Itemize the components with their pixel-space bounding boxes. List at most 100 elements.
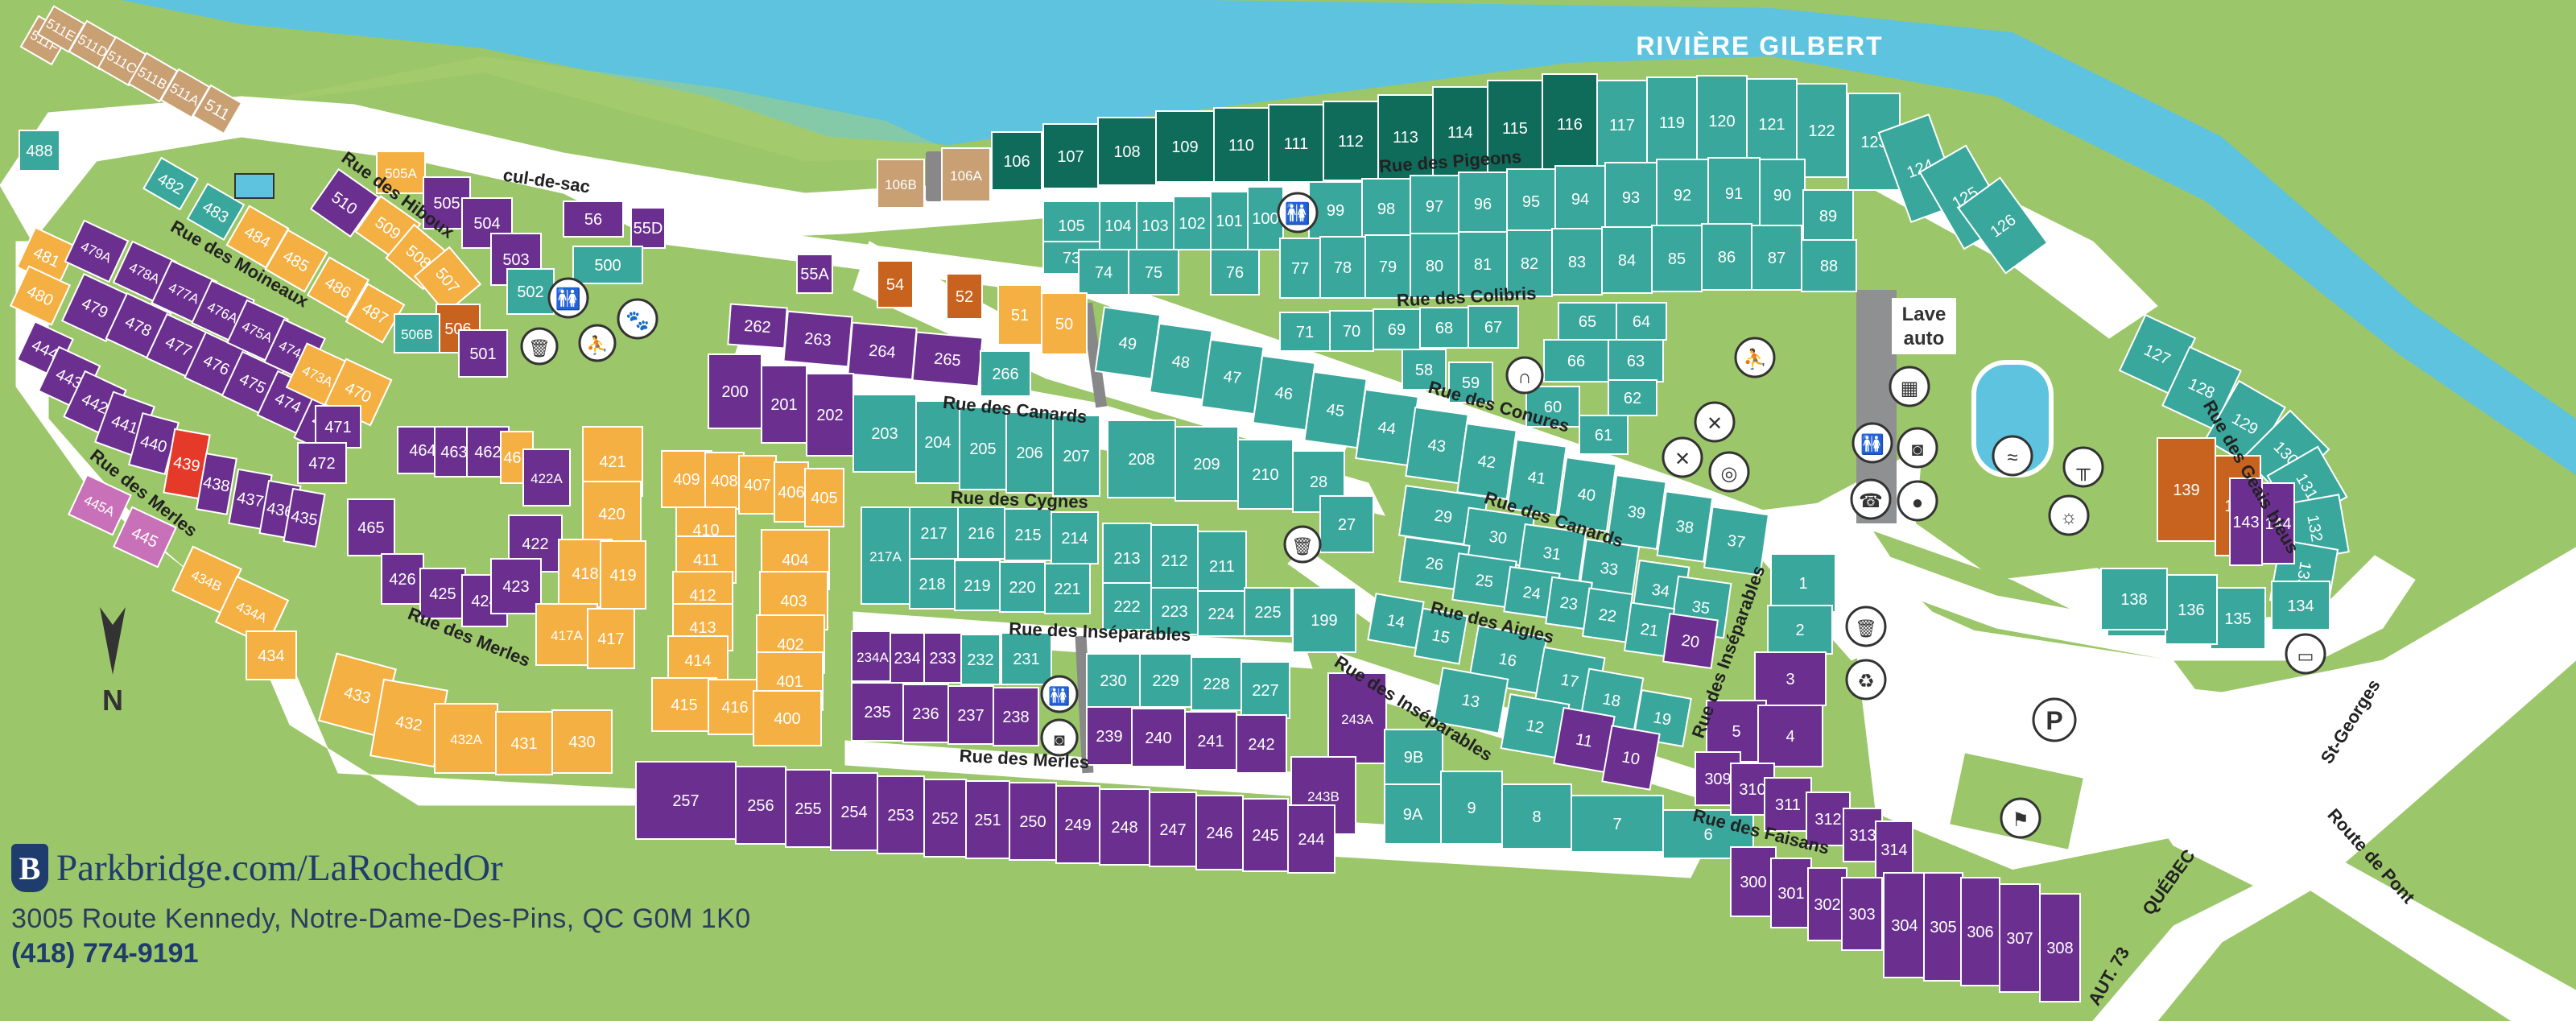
- lot-3[interactable]: 3: [1754, 651, 1827, 706]
- lot-229[interactable]: 229: [1139, 653, 1192, 708]
- lot-265[interactable]: 265: [911, 331, 984, 387]
- lot-98[interactable]: 98: [1361, 178, 1411, 239]
- lot-54[interactable]: 54: [877, 260, 914, 308]
- lot-38[interactable]: 38: [1656, 490, 1714, 563]
- lot-214[interactable]: 214: [1051, 511, 1099, 564]
- lot-208[interactable]: 208: [1107, 420, 1176, 498]
- lot-485[interactable]: 485: [264, 229, 328, 293]
- lot-114[interactable]: 114: [1432, 86, 1488, 178]
- lot-487[interactable]: 487: [345, 283, 406, 344]
- lot-420[interactable]: 420: [582, 481, 642, 547]
- lot-80[interactable]: 80: [1410, 233, 1459, 299]
- lot-479A[interactable]: 479A: [64, 219, 130, 283]
- lot-4[interactable]: 4: [1757, 705, 1823, 767]
- lot-264[interactable]: 264: [847, 321, 918, 381]
- lot-246[interactable]: 246: [1195, 795, 1244, 870]
- lot-200[interactable]: 200: [708, 353, 762, 429]
- lot-306[interactable]: 306: [1960, 877, 2000, 986]
- lot-129[interactable]: 129: [2204, 379, 2286, 468]
- lot-236[interactable]: 236: [902, 684, 949, 743]
- lot-445A[interactable]: 445A: [68, 473, 132, 536]
- lot-434B[interactable]: 434B: [171, 545, 242, 614]
- lot-505[interactable]: 505: [423, 176, 471, 229]
- lot-69[interactable]: 69: [1373, 308, 1421, 350]
- lot-109[interactable]: 109: [1155, 110, 1215, 183]
- lot-14[interactable]: 14: [1367, 593, 1425, 649]
- lot-471[interactable]: 471: [315, 405, 361, 448]
- lot-60[interactable]: 60: [1525, 386, 1580, 428]
- lot-406[interactable]: 406: [774, 461, 809, 523]
- lot-415[interactable]: 415: [651, 677, 717, 732]
- lot-103[interactable]: 103: [1136, 200, 1174, 250]
- lot-434A[interactable]: 434A: [214, 575, 290, 647]
- lot-24[interactable]: 24: [1503, 565, 1561, 620]
- lot-135[interactable]: 135: [2210, 587, 2266, 650]
- lot-81[interactable]: 81: [1458, 231, 1508, 297]
- lot-8[interactable]: 8: [1501, 783, 1572, 849]
- lot-407[interactable]: 407: [738, 455, 777, 515]
- lot-143[interactable]: 143: [2229, 477, 2263, 566]
- lot-209[interactable]: 209: [1174, 426, 1239, 502]
- lot-307[interactable]: 307: [1999, 883, 2041, 993]
- lot-117[interactable]: 117: [1596, 80, 1648, 170]
- lot-59[interactable]: 59: [1448, 362, 1493, 403]
- lot-107[interactable]: 107: [1042, 123, 1099, 189]
- lot-56[interactable]: 56: [563, 200, 624, 238]
- lot-502[interactable]: 502: [506, 268, 555, 315]
- lot-242[interactable]: 242: [1236, 714, 1287, 774]
- lot-21[interactable]: 21: [1623, 601, 1676, 658]
- lot-511C[interactable]: 511C: [97, 35, 148, 87]
- lot-511B[interactable]: 511B: [127, 52, 179, 103]
- lot-510[interactable]: 510: [309, 167, 380, 238]
- lot-139[interactable]: 139: [2157, 437, 2216, 542]
- lot-215[interactable]: 215: [1004, 508, 1052, 561]
- lot-239[interactable]: 239: [1086, 706, 1133, 766]
- lot-66[interactable]: 66: [1543, 339, 1609, 382]
- lot-106[interactable]: 106: [991, 131, 1042, 191]
- lot-254[interactable]: 254: [830, 772, 878, 851]
- lot-255[interactable]: 255: [785, 769, 832, 848]
- lot-37[interactable]: 37: [1703, 506, 1770, 577]
- lot-101[interactable]: 101: [1210, 191, 1249, 250]
- lot-110[interactable]: 110: [1213, 107, 1269, 183]
- lot-304[interactable]: 304: [1883, 872, 1926, 978]
- lot-2[interactable]: 2: [1767, 605, 1833, 655]
- lot-82[interactable]: 82: [1506, 229, 1553, 297]
- lot-64[interactable]: 64: [1616, 302, 1667, 341]
- lot-91[interactable]: 91: [1707, 157, 1761, 229]
- lot-104[interactable]: 104: [1099, 200, 1137, 250]
- lot-65[interactable]: 65: [1558, 302, 1617, 341]
- lot-136[interactable]: 136: [2165, 574, 2218, 645]
- lot-210[interactable]: 210: [1237, 439, 1294, 510]
- lot-305[interactable]: 305: [1923, 872, 1963, 982]
- lot-417[interactable]: 417: [587, 608, 635, 669]
- lot-88[interactable]: 88: [1801, 239, 1857, 292]
- lot-212[interactable]: 212: [1150, 524, 1199, 597]
- lot-12[interactable]: 12: [1500, 692, 1571, 760]
- lot-9A[interactable]: 9A: [1384, 783, 1442, 845]
- lot-231[interactable]: 231: [1001, 632, 1052, 685]
- lot-472[interactable]: 472: [297, 442, 347, 484]
- lot-206[interactable]: 206: [1005, 411, 1054, 494]
- lot-432A[interactable]: 432A: [434, 703, 498, 774]
- lot-138[interactable]: 138: [2100, 568, 2168, 630]
- lot-430[interactable]: 430: [551, 709, 613, 774]
- lot-308[interactable]: 308: [2039, 893, 2081, 1002]
- lot-9B[interactable]: 9B: [1384, 729, 1443, 785]
- lot-70[interactable]: 70: [1329, 310, 1374, 352]
- lot-506B[interactable]: 506B: [394, 313, 440, 353]
- lot-20[interactable]: 20: [1662, 612, 1719, 670]
- lot-67[interactable]: 67: [1468, 305, 1519, 349]
- lot-234[interactable]: 234: [890, 632, 925, 684]
- lot-126[interactable]: 126: [1957, 176, 2049, 275]
- lot-263[interactable]: 263: [782, 310, 853, 368]
- lot-241[interactable]: 241: [1184, 711, 1237, 771]
- lot-83[interactable]: 83: [1551, 228, 1603, 296]
- lot-68[interactable]: 68: [1419, 307, 1469, 349]
- lot-45[interactable]: 45: [1303, 370, 1368, 449]
- lot-134[interactable]: 134: [2271, 581, 2330, 630]
- lot-488[interactable]: 488: [19, 130, 60, 172]
- lot-247[interactable]: 247: [1149, 792, 1197, 867]
- lot-484[interactable]: 484: [225, 205, 290, 269]
- lot-84[interactable]: 84: [1601, 226, 1653, 294]
